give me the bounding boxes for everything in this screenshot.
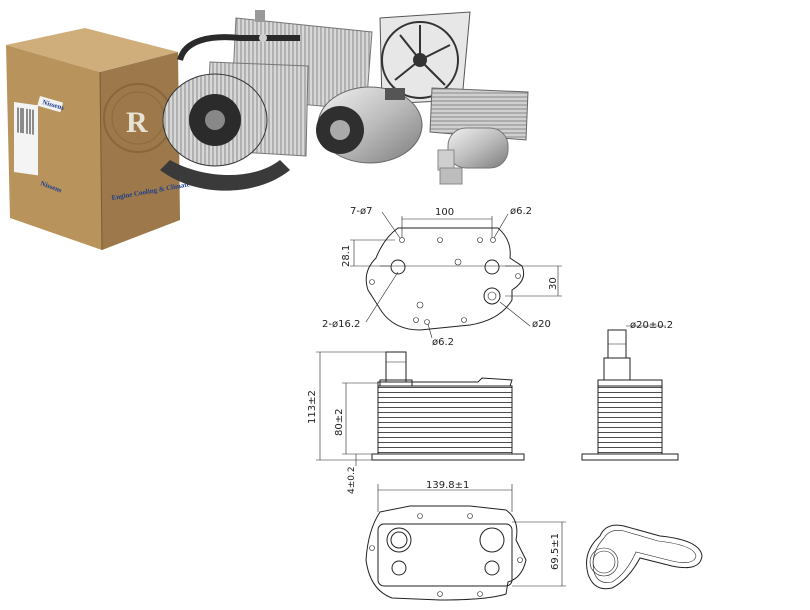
dim-top-port: ø20 <box>532 319 551 330</box>
dim-top-width: 100 <box>435 207 454 218</box>
dim-top-bottom-hole: ø6.2 <box>432 337 454 348</box>
front-fins <box>377 385 513 455</box>
dim-top-offset: 30 <box>548 277 559 290</box>
top-view-drawing: 100 7-ø7 ø6.2 28.1 30 2-ø16.2 ø6.2 ø20 <box>322 206 562 348</box>
box-front-face <box>6 45 102 250</box>
dim-top-height: 28.1 <box>341 245 352 267</box>
condenser-small <box>429 87 529 141</box>
dim-top-small-hole: ø6.2 <box>510 206 532 217</box>
dim-top-big-holes: 2-ø16.2 <box>322 319 360 330</box>
box-top-face <box>6 28 178 72</box>
plate-outline <box>365 227 525 331</box>
dim-top-holes: 7-ø7 <box>350 206 372 217</box>
dim-bottom-depth: 69.5±1 <box>550 533 561 570</box>
bottom-view-drawing: 139.8±1 69.5±1 <box>365 480 566 601</box>
dim-front-body: 80±2 <box>334 409 345 436</box>
side-fins <box>597 385 663 455</box>
bottom-plate <box>365 505 527 601</box>
dim-front-base: 4±0.2 <box>347 466 357 494</box>
cardboard-box: Nissens Nissens R Engine Cooling & Clima… <box>6 28 190 251</box>
front-base <box>371 453 525 461</box>
box-barcode-label <box>14 101 38 176</box>
dim-bottom-width: 139.8±1 <box>426 480 469 491</box>
ac-compressor <box>316 86 423 164</box>
blower-motor <box>160 73 290 191</box>
cooling-fan <box>379 11 471 105</box>
front-view-drawing: 113±2 80±2 4±0.2 <box>307 351 525 494</box>
gasket <box>586 524 703 590</box>
receiver-dryer <box>437 127 509 185</box>
dim-front-total: 113±2 <box>307 390 318 424</box>
bottom-inner-body <box>377 523 513 587</box>
front-pipe <box>385 351 407 383</box>
side-base <box>581 453 679 461</box>
side-view-drawing: ø20±0.2 <box>581 320 679 461</box>
box-logo-mark: R <box>126 106 148 139</box>
dim-side-pipe: ø20±0.2 <box>630 320 673 331</box>
box-brand-badge <box>37 96 64 113</box>
hose-pipe <box>177 34 300 62</box>
